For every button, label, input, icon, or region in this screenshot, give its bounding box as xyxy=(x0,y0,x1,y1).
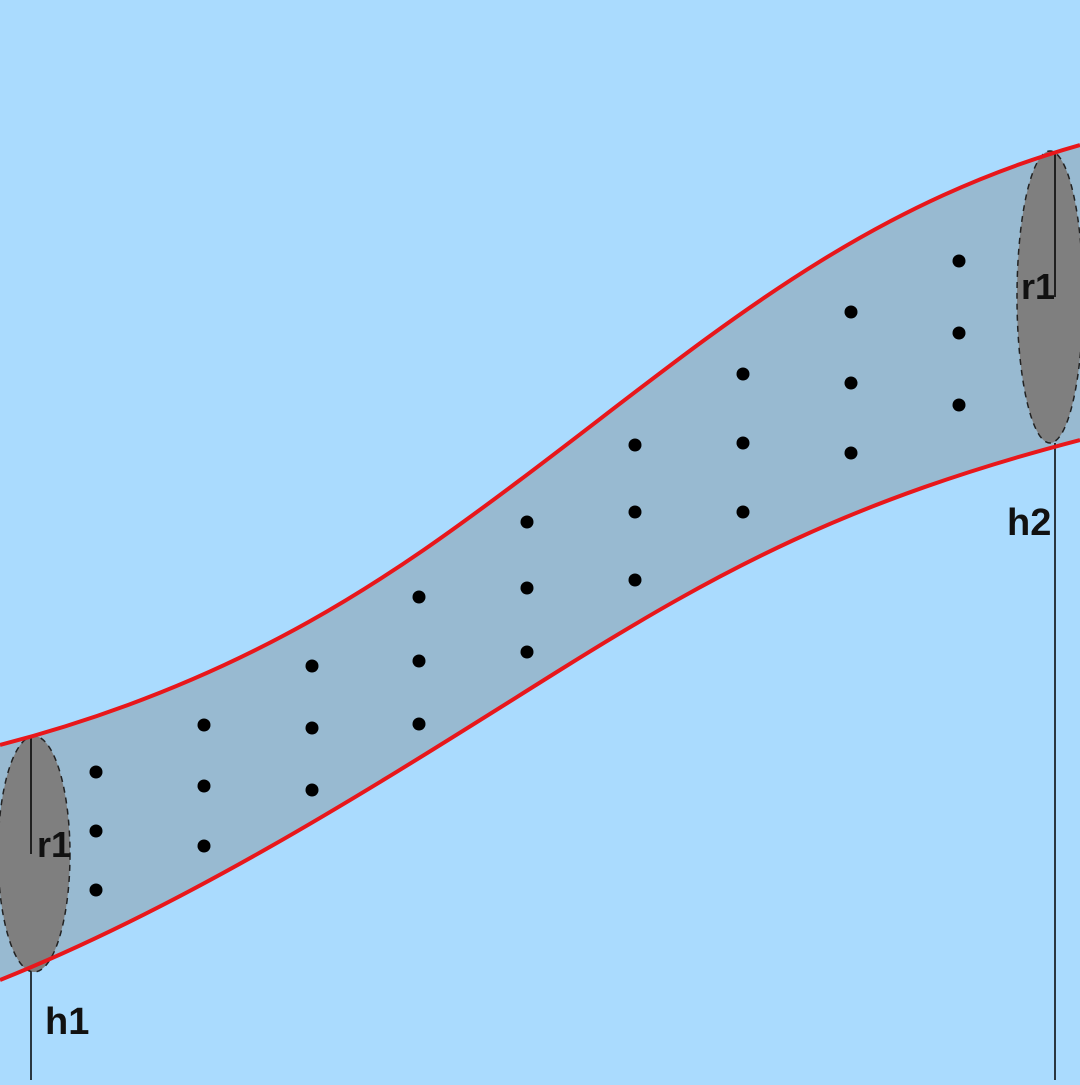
particle xyxy=(305,783,319,797)
particle xyxy=(952,254,966,268)
particle xyxy=(628,438,642,452)
right-cross-section xyxy=(1016,150,1080,444)
particle xyxy=(197,779,211,793)
fluid-particles xyxy=(89,254,966,897)
tube-body xyxy=(0,145,1080,980)
left-radius-label: r1 xyxy=(37,824,71,865)
particle xyxy=(736,505,750,519)
particle xyxy=(628,505,642,519)
particle xyxy=(89,883,103,897)
particle xyxy=(736,367,750,381)
left-height-label: h1 xyxy=(45,1001,89,1043)
particle xyxy=(305,659,319,673)
particle xyxy=(844,376,858,390)
particle xyxy=(89,824,103,838)
right-height-label: h2 xyxy=(1007,502,1051,544)
particle xyxy=(736,436,750,450)
particle xyxy=(844,446,858,460)
particle xyxy=(520,581,534,595)
particle xyxy=(844,305,858,319)
particle xyxy=(952,326,966,340)
particle xyxy=(412,590,426,604)
particle xyxy=(197,839,211,853)
tube-upper-edge xyxy=(0,143,1080,747)
tube-lower-edge xyxy=(0,438,1080,982)
particle xyxy=(412,717,426,731)
particle xyxy=(197,718,211,732)
particle xyxy=(628,573,642,587)
particle xyxy=(305,721,319,735)
particle xyxy=(952,398,966,412)
particle xyxy=(412,654,426,668)
particle xyxy=(520,645,534,659)
right-radius-label: r1 xyxy=(1021,266,1055,307)
particle xyxy=(89,765,103,779)
particle xyxy=(520,515,534,529)
